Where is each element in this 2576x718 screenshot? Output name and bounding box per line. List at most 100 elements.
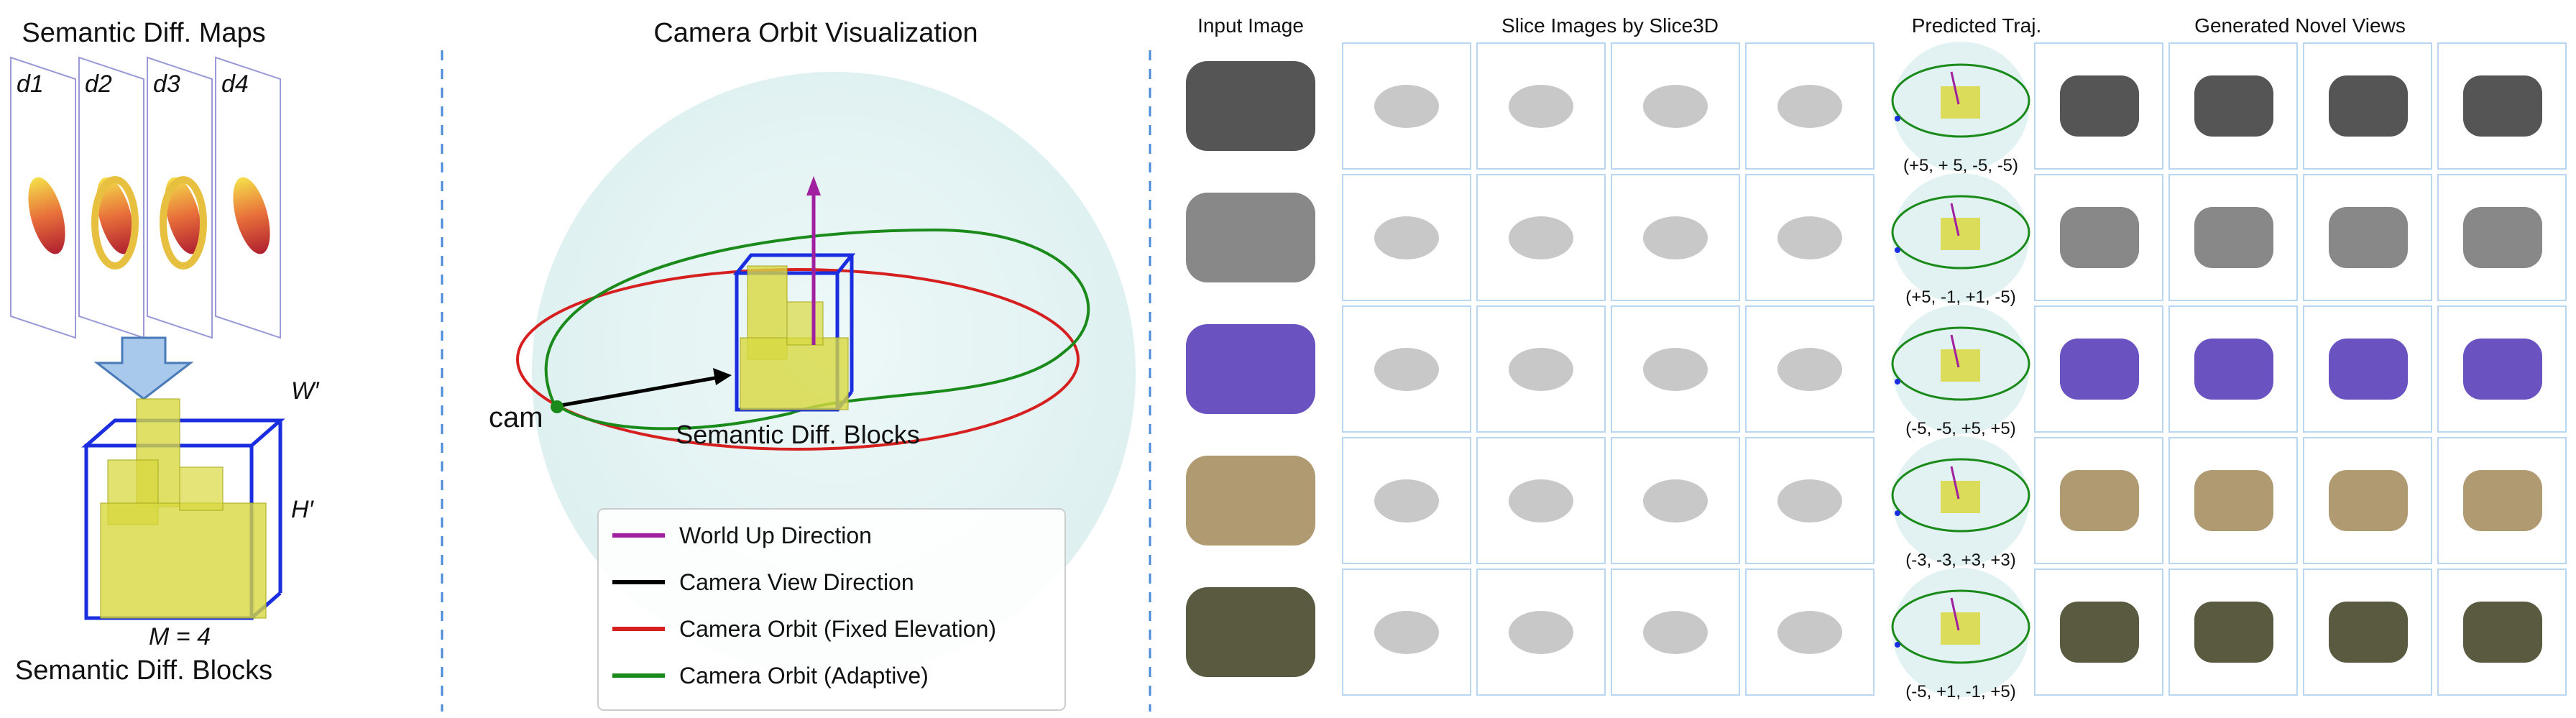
novel-view-image [2437, 174, 2567, 301]
legend-item: Camera Orbit (Adaptive) [612, 663, 929, 689]
trajectory-label: (+5, + 5, -5, -5) [1903, 156, 2018, 175]
voxel-block [81, 398, 285, 620]
slice-image [1342, 305, 1471, 433]
slice-image [1476, 569, 1606, 696]
predicted-trajectory: (-5, +1, -1, +5) [1891, 568, 2030, 701]
camera-dot [551, 400, 564, 413]
trajectory-label: (-5, +1, -1, +5) [1905, 682, 2015, 701]
width-label: W′ [291, 377, 320, 405]
novel-view-image [2303, 569, 2432, 696]
slice-image [1476, 174, 1606, 301]
legend-item: Camera View Direction [612, 569, 914, 595]
diff-map-plane: d2 [78, 56, 144, 339]
diff-map-plane: d4 [215, 56, 281, 339]
fixed-elevation-orbit [516, 268, 1080, 451]
slice-image [1611, 174, 1740, 301]
novel-view-image [2437, 42, 2567, 170]
cam-label: cam [489, 402, 543, 433]
trajectory-label: (-5, -5, +5, +5) [1905, 419, 2015, 438]
legend-item: World Up Direction [612, 523, 872, 548]
predicted-trajectory: (+5, + 5, -5, -5) [1891, 42, 2030, 175]
diff-map-label: d4 [221, 70, 249, 98]
camera-view-arrowhead [713, 368, 732, 385]
novel-view-image [2168, 42, 2298, 170]
result-row-t-rex: (-5, +1, -1, +5) [1186, 568, 2567, 701]
semantic-diff-maps-panel: Semantic Diff. Maps d1 d2 d3 d4 W′ H′ M = 4… [10, 18, 320, 686]
adaptive-orbit [544, 228, 1090, 431]
input-image [1186, 324, 1315, 414]
diff-map-label: d1 [17, 70, 44, 98]
result-row-tape-roll: (+5, -1, +1, -5) [1186, 173, 2567, 307]
semantic-diff-blocks-3d [732, 253, 856, 412]
predicted-trajectory: (-5, -5, +5, +5) [1891, 305, 2030, 438]
header-predicted-traj: Predicted Traj. [1912, 14, 2042, 37]
slice-image [1611, 437, 1740, 564]
novel-view-image [2437, 569, 2567, 696]
trajectory-label: (-3, -3, +3, +3) [1905, 551, 2015, 570]
novel-view-image [2437, 437, 2567, 564]
novel-view-image [2303, 437, 2432, 564]
header-input-image: Input Image [1197, 14, 1304, 37]
slice-image [1611, 569, 1740, 696]
header-novel-views: Generated Novel Views [2194, 14, 2406, 37]
slice-image [1342, 174, 1471, 301]
slice-image [1745, 42, 1874, 170]
input-image [1186, 456, 1315, 546]
novel-view-image [2437, 305, 2567, 433]
slice-image [1476, 305, 1606, 433]
left-panel-caption: Semantic Diff. Blocks [15, 655, 272, 686]
predicted-trajectory: (+5, -1, +1, -5) [1891, 173, 2030, 307]
diff-map-plane: d1 [10, 56, 76, 339]
diff-map-plane: d3 [147, 56, 213, 339]
predicted-trajectory: (-3, -3, +3, +3) [1891, 436, 2030, 570]
slice-image [1745, 305, 1874, 433]
height-label: H′ [291, 496, 315, 523]
left-panel-title: Semantic Diff. Maps [22, 18, 265, 48]
slice-image [1476, 42, 1606, 170]
novel-view-image [2303, 305, 2432, 433]
m-label: M = 4 [149, 623, 211, 650]
slice-image [1342, 437, 1471, 564]
legend-label: Camera Orbit (Fixed Elevation) [679, 616, 996, 642]
diff-map-label: d2 [85, 70, 112, 98]
diff-map-planes: d1 d2 d3 d4 [10, 56, 281, 339]
novel-view-image [2034, 437, 2163, 564]
result-row-bundt-pan: (+5, + 5, -5, -5) [1186, 42, 2567, 175]
legend-label: World Up Direction [679, 523, 872, 548]
slice-image [1342, 569, 1471, 696]
slice-image [1611, 305, 1740, 433]
input-image [1186, 193, 1315, 282]
result-row-sofa: (-5, -5, +5, +5) [1186, 305, 2567, 438]
trajectory-label: (+5, -1, +1, -5) [1905, 287, 2015, 307]
diff-map-label: d3 [153, 70, 180, 98]
input-image [1186, 587, 1315, 677]
result-row-jenga-tower: (-3, -3, +3, +3) [1186, 436, 2567, 570]
slice-image [1611, 42, 1740, 170]
novel-view-image [2168, 437, 2298, 564]
slice-image [1745, 569, 1874, 696]
header-slice-images: Slice Images by Slice3D [1501, 14, 1719, 37]
legend-label: Camera Orbit (Adaptive) [679, 663, 929, 689]
slice-image [1476, 437, 1606, 564]
blocks-label: Semantic Diff. Blocks [676, 420, 919, 449]
down-arrow-icon [93, 336, 194, 400]
novel-view-image [2034, 305, 2163, 433]
novel-view-image [2303, 174, 2432, 301]
world-up-arrowhead [806, 176, 821, 195]
novel-view-image [2034, 42, 2163, 170]
novel-view-image [2168, 305, 2298, 433]
slice-image [1745, 437, 1874, 564]
results-grid: Input Image Slice Images by Slice3D Pred… [1186, 14, 2567, 701]
legend-item: Camera Orbit (Fixed Elevation) [612, 616, 996, 642]
novel-view-image [2303, 42, 2432, 170]
camera-orbit-panel: Camera Orbit Visualization cam Semantic … [489, 18, 1136, 711]
legend-label: Camera View Direction [679, 569, 914, 595]
slice-image [1745, 174, 1874, 301]
novel-view-image [2168, 174, 2298, 301]
novel-view-image [2034, 174, 2163, 301]
camera-view-arrow [556, 375, 719, 408]
middle-panel-title: Camera Orbit Visualization [653, 18, 978, 48]
input-image [1186, 61, 1315, 151]
